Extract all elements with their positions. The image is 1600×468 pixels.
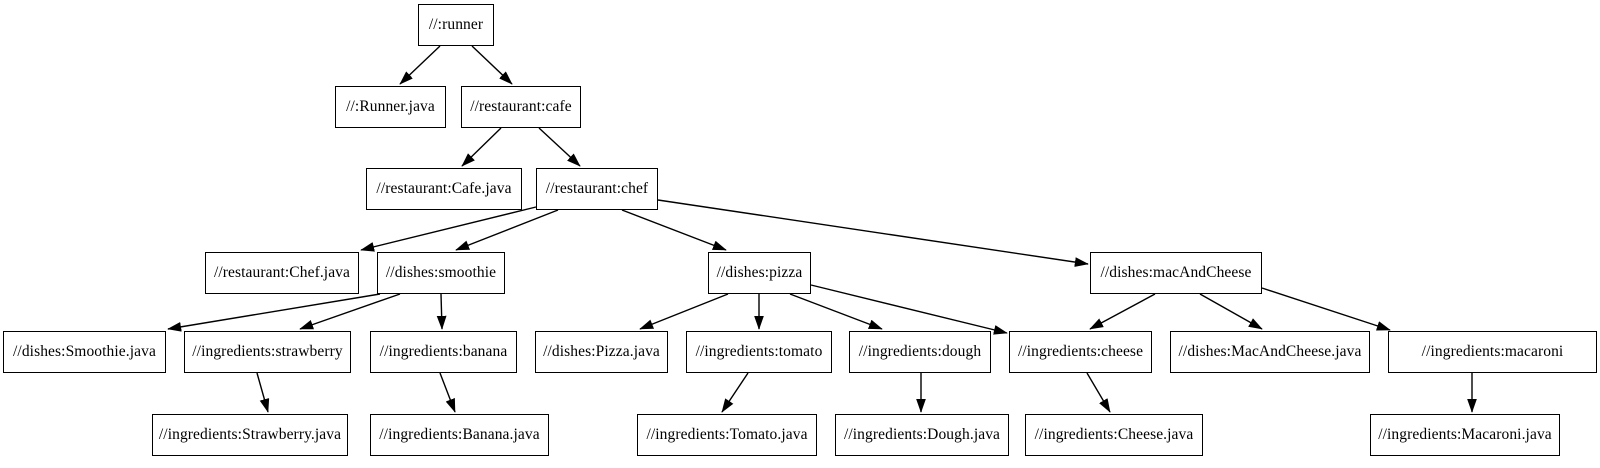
graph-edge-restaurant_chef-to-dishes_pizza: [621, 209, 727, 251]
graph-node-label: //ingredients:Banana.java: [379, 426, 540, 444]
graph-node-label: //dishes:Smoothie.java: [13, 343, 156, 361]
graph-node-label: //restaurant:cafe: [470, 98, 572, 116]
graph-edge-dishes_mac-to-mac_java: [1199, 293, 1263, 330]
graph-node-runner[interactable]: //:runner: [418, 4, 494, 46]
graph-edge-dishes_smoothie-to-ing_strawberry: [299, 293, 401, 330]
graph-edge-dishes_mac-to-ing_macaroni: [1261, 287, 1391, 331]
graph-node-label: //ingredients:cheese: [1017, 343, 1144, 361]
graph-node-label: //ingredients:Dough.java: [843, 426, 1001, 444]
graph-node-label: //ingredients:tomato: [695, 343, 823, 361]
graph-edge-dishes_pizza-to-pizza_java: [639, 293, 729, 330]
graph-node-dishes_smoothie[interactable]: //dishes:smoothie: [377, 252, 505, 294]
graph-edge-ing_banana-to-banana_java: [439, 372, 456, 413]
graph-node-tomato_java[interactable]: //ingredients:Tomato.java: [637, 414, 817, 456]
graph-node-label: //restaurant:chef: [545, 180, 649, 198]
graph-node-cafe_java[interactable]: //restaurant:Cafe.java: [366, 168, 522, 210]
graph-edge-dishes_smoothie-to-smoothie_java: [167, 293, 381, 332]
graph-node-dough_java[interactable]: //ingredients:Dough.java: [835, 414, 1009, 456]
graph-node-label: //ingredients:banana: [379, 343, 508, 361]
graph-node-runner_java[interactable]: //:Runner.java: [335, 86, 446, 128]
graph-node-label: //ingredients:strawberry: [192, 343, 343, 361]
graph-node-restaurant_chef[interactable]: //restaurant:chef: [536, 168, 658, 210]
graph-node-label: //dishes:smoothie: [385, 264, 497, 282]
graph-node-restaurant_cafe[interactable]: //restaurant:cafe: [461, 86, 581, 128]
graph-edge-restaurant_cafe-to-cafe_java: [461, 127, 502, 167]
graph-node-chef_java[interactable]: //restaurant:Chef.java: [205, 252, 359, 294]
graph-node-ing_dough[interactable]: //ingredients:dough: [849, 331, 991, 373]
graph-node-label: //ingredients:Macaroni.java: [1378, 426, 1552, 444]
graph-edge-ing_cheese-to-cheese_java: [1086, 372, 1111, 413]
graph-edge-dishes_pizza-to-ing_cheese: [810, 284, 1008, 335]
graph-node-label: //ingredients:dough: [858, 343, 982, 361]
graph-node-label: //ingredients:Strawberry.java: [158, 426, 342, 444]
graph-node-label: //:Runner.java: [346, 98, 435, 116]
graph-node-label: //:runner: [428, 16, 484, 34]
graph-node-label: //dishes:MacAndCheese.java: [1178, 343, 1362, 361]
graph-node-mac_java[interactable]: //dishes:MacAndCheese.java: [1170, 331, 1370, 373]
graph-edge-dishes_pizza-to-ing_dough: [789, 293, 883, 330]
graph-node-macaroni_java[interactable]: //ingredients:Macaroni.java: [1370, 414, 1560, 456]
graph-node-label: //ingredients:Tomato.java: [646, 426, 808, 444]
graph-node-strawberry_java[interactable]: //ingredients:Strawberry.java: [152, 414, 348, 456]
graph-node-label: //ingredients:Cheese.java: [1034, 426, 1194, 444]
graph-node-label: //ingredients:macaroni: [1421, 343, 1564, 361]
graph-edge-runner-to-restaurant_cafe: [471, 45, 513, 85]
graph-node-dishes_mac[interactable]: //dishes:macAndCheese: [1090, 252, 1262, 294]
graph-node-pizza_java[interactable]: //dishes:Pizza.java: [535, 331, 668, 373]
graph-edge-restaurant_chef-to-chef_java: [360, 206, 537, 252]
graph-node-cheese_java[interactable]: //ingredients:Cheese.java: [1025, 414, 1203, 456]
graph-node-label: //restaurant:Chef.java: [213, 264, 351, 282]
graph-node-label: //dishes:macAndCheese: [1100, 264, 1252, 282]
graph-node-label: //dishes:Pizza.java: [543, 343, 660, 361]
graph-node-dishes_pizza[interactable]: //dishes:pizza: [708, 252, 811, 294]
graph-node-banana_java[interactable]: //ingredients:Banana.java: [370, 414, 549, 456]
graph-node-ing_macaroni[interactable]: //ingredients:macaroni: [1388, 331, 1597, 373]
graph-node-ing_cheese[interactable]: //ingredients:cheese: [1009, 331, 1152, 373]
graph-edge-restaurant_cafe-to-restaurant_chef: [538, 127, 581, 167]
graph-node-label: //restaurant:Cafe.java: [376, 180, 512, 198]
graph-node-label: //dishes:pizza: [716, 264, 803, 282]
graph-node-ing_tomato[interactable]: //ingredients:tomato: [686, 331, 832, 373]
graph-node-ing_banana[interactable]: //ingredients:banana: [370, 331, 517, 373]
graph-edge-dishes_smoothie-to-ing_banana: [436, 293, 447, 330]
graph-edge-runner-to-runner_java: [399, 45, 441, 85]
graph-edge-ing_strawberry-to-strawberry_java: [256, 372, 270, 413]
graph-edge-dishes_mac-to-ing_cheese: [1089, 293, 1156, 330]
graph-edge-restaurant_chef-to-dishes_smoothie: [455, 209, 559, 251]
graph-edge-ing_tomato-to-tomato_java: [721, 372, 749, 413]
graph-node-ing_strawberry[interactable]: //ingredients:strawberry: [184, 331, 351, 373]
graph-node-smoothie_java[interactable]: //dishes:Smoothie.java: [3, 331, 166, 373]
